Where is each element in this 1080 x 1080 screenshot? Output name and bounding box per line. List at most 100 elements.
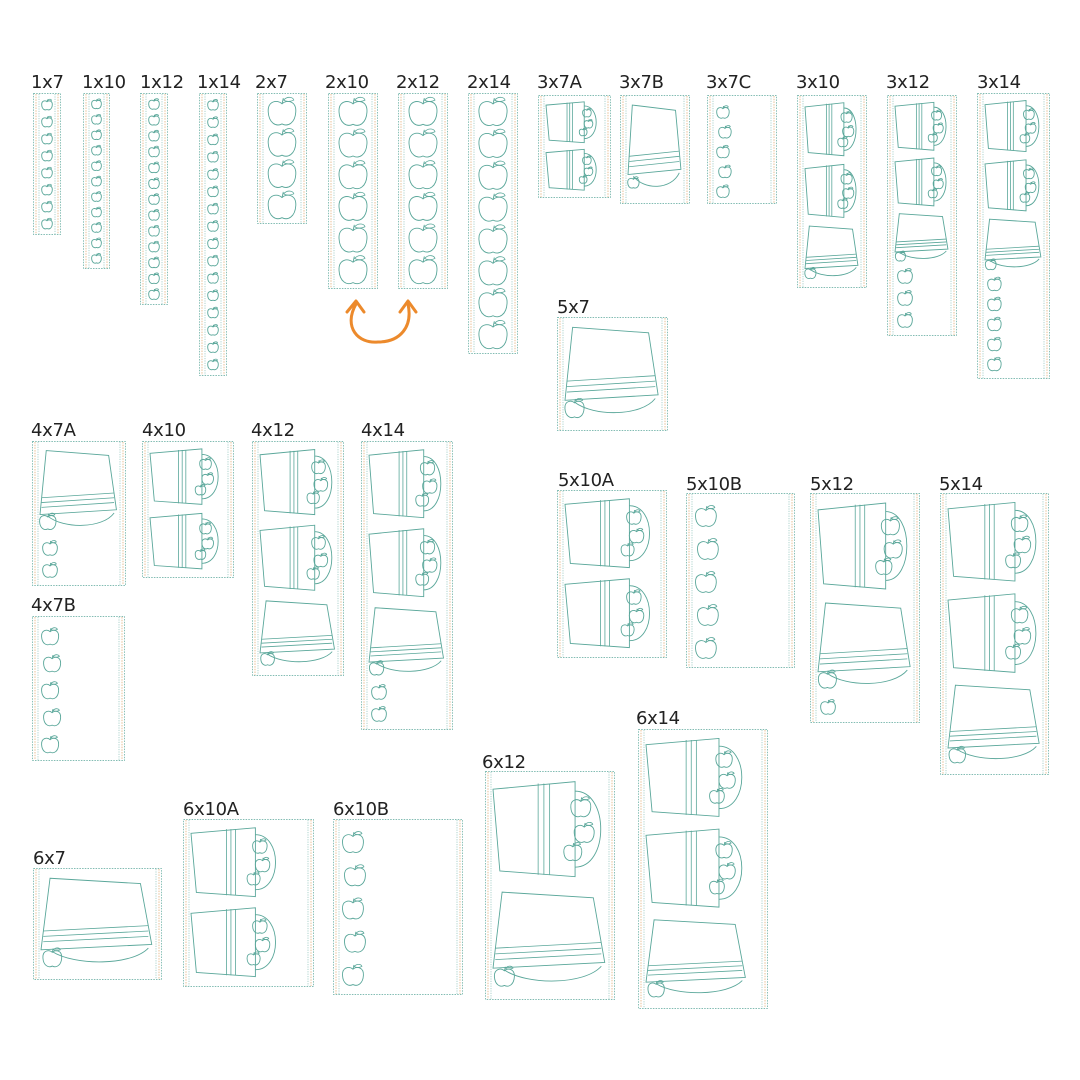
swap-arrow-icon: [338, 292, 428, 352]
apple-icon: [252, 918, 268, 934]
apple-icon: [148, 240, 160, 253]
apple-icon: [478, 128, 508, 158]
apple-icon: [987, 316, 1002, 332]
design-artwork: [620, 95, 690, 204]
size-label-4x7a: 4x7A: [31, 420, 76, 441]
apple-icon: [1010, 605, 1029, 624]
design-border: [142, 441, 234, 578]
apple-icon: [267, 128, 297, 157]
tipped-bucket-icon: [39, 450, 117, 530]
apple-icon: [478, 288, 508, 318]
design-1x12[interactable]: [140, 93, 168, 305]
design-border: [140, 93, 168, 305]
size-label-6x10b: 6x10B: [333, 799, 389, 820]
design-3x12[interactable]: [887, 95, 957, 336]
apple-icon: [344, 864, 366, 887]
apple-icon: [927, 132, 938, 143]
apple-bucket-icon: [804, 102, 857, 157]
design-6x14[interactable]: [638, 729, 768, 1009]
apple-icon: [697, 604, 719, 626]
design-artwork: [32, 441, 126, 586]
apple-icon: [207, 168, 219, 180]
size-label-2x7: 2x7: [255, 72, 288, 93]
size-label-3x10: 3x10: [796, 72, 840, 93]
design-artwork: [333, 819, 463, 995]
design-artwork: [638, 729, 768, 1009]
apple-bucket-icon: [259, 524, 333, 591]
design-3x14[interactable]: [977, 93, 1050, 379]
apple-icon: [628, 527, 645, 544]
design-border: [557, 490, 667, 658]
design-1x14[interactable]: [199, 93, 227, 376]
apple-icon: [817, 669, 837, 689]
design-4x7a[interactable]: [32, 441, 126, 586]
apple-bucket-icon: [545, 148, 597, 191]
tipped-bucket-icon: [259, 600, 336, 666]
apple-icon: [627, 176, 640, 189]
design-3x7b[interactable]: [620, 95, 690, 204]
apple-icon: [1005, 552, 1021, 569]
design-artwork: [328, 93, 378, 289]
apple-icon: [148, 256, 160, 269]
apple-bucket-icon: [817, 502, 908, 590]
design-5x10b[interactable]: [686, 493, 795, 668]
design-artwork: [183, 819, 314, 987]
design-3x10[interactable]: [797, 95, 867, 288]
design-4x10[interactable]: [142, 441, 234, 578]
apple-icon: [564, 398, 585, 418]
design-6x12[interactable]: [485, 771, 615, 1000]
apple-icon: [313, 477, 329, 492]
design-1x7[interactable]: [33, 93, 61, 235]
apple-icon: [880, 516, 900, 536]
design-1x10[interactable]: [83, 93, 110, 269]
apple-icon: [194, 484, 207, 496]
apple-icon: [207, 133, 219, 146]
design-5x14[interactable]: [940, 493, 1049, 775]
design-2x10[interactable]: [328, 93, 378, 289]
design-3x7c[interactable]: [707, 95, 777, 204]
size-label-3x12: 3x12: [886, 72, 930, 93]
design-4x14[interactable]: [361, 441, 453, 730]
design-4x12[interactable]: [252, 441, 344, 676]
apple-icon: [628, 607, 645, 624]
tipped-bucket-icon: [40, 877, 153, 968]
design-6x7[interactable]: [33, 868, 162, 980]
apple-icon: [148, 193, 160, 205]
design-border: [32, 441, 126, 586]
apple-icon: [709, 788, 725, 804]
apple-icon: [207, 254, 219, 267]
apple-bucket-icon: [545, 101, 597, 144]
design-artwork: [940, 493, 1049, 775]
apple-icon: [408, 128, 438, 158]
design-4x7b[interactable]: [32, 616, 125, 761]
design-2x7[interactable]: [257, 93, 307, 224]
apple-icon: [371, 684, 387, 700]
apple-icon: [260, 651, 275, 666]
apple-icon: [716, 105, 730, 119]
apple-icon: [338, 96, 368, 126]
apple-icon: [1019, 192, 1031, 203]
design-3x7a[interactable]: [538, 95, 611, 198]
design-artwork: [557, 317, 668, 431]
apple-icon: [91, 222, 102, 233]
apple-bucket-icon: [645, 737, 743, 817]
apple-icon: [1013, 535, 1032, 554]
design-2x14[interactable]: [468, 93, 518, 354]
design-5x7[interactable]: [557, 317, 668, 431]
design-border: [707, 95, 777, 204]
design-border: [199, 93, 227, 376]
design-2x12[interactable]: [398, 93, 448, 289]
design-6x10a[interactable]: [183, 819, 314, 987]
apple-icon: [207, 99, 219, 111]
apple-icon: [894, 250, 906, 262]
design-5x12[interactable]: [810, 493, 920, 723]
size-label-3x7c: 3x7C: [706, 72, 751, 93]
apple-icon: [837, 136, 849, 148]
size-label-1x10: 1x10: [82, 72, 126, 93]
design-5x10a[interactable]: [557, 490, 667, 658]
apple-icon: [883, 539, 903, 559]
apple-icon: [338, 223, 368, 253]
design-border: [810, 493, 920, 723]
design-6x10b[interactable]: [333, 819, 463, 995]
apple-icon: [207, 358, 219, 371]
